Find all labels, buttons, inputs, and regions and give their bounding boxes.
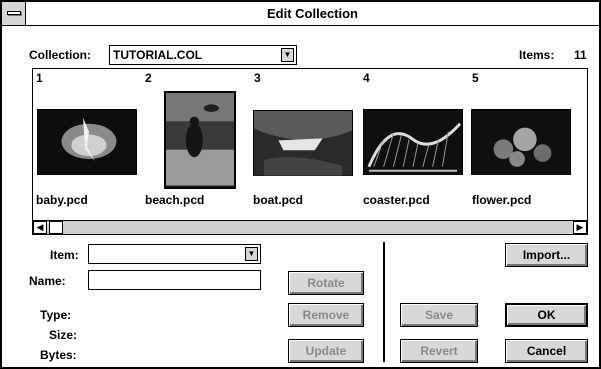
horizontal-scrollbar[interactable]: ◀ ▶ (33, 220, 587, 234)
thumbnail-strip[interactable]: 1 baby.pcd 2 beach.pcd 3 (32, 68, 588, 235)
import-button[interactable]: Import... (505, 243, 588, 267)
beach-image (166, 93, 234, 186)
type-label: Type: (40, 308, 72, 322)
thumbnail-name: boat.pcd (253, 193, 303, 207)
thumbnail-name: beach.pcd (145, 193, 205, 207)
item-dropdown[interactable] (88, 244, 261, 264)
dropdown-arrow-icon[interactable] (245, 247, 258, 261)
right-arrow-icon[interactable]: ▶ (573, 221, 587, 234)
revert-button[interactable]: Revert (400, 339, 478, 363)
thumbnail-name: coaster.pcd (363, 193, 430, 207)
ok-button[interactable]: OK (505, 303, 588, 327)
thumbnail-number: 4 (363, 71, 370, 85)
thumbnail-baby[interactable] (37, 109, 137, 175)
thumbnail-number: 1 (36, 71, 43, 85)
scrollbar-thumb[interactable] (49, 221, 63, 234)
thumbnail-beach[interactable] (164, 91, 236, 189)
thumbnail-number: 3 (254, 71, 261, 85)
thumbnail-number: 2 (145, 71, 152, 85)
name-label: Name: (29, 274, 66, 288)
left-arrow-icon[interactable]: ◀ (33, 221, 47, 234)
items-count: 11 (574, 48, 587, 62)
rotate-button[interactable]: Rotate (288, 271, 364, 295)
thumbnail-name: flower.pcd (472, 193, 532, 207)
item-label: Item: (50, 248, 79, 262)
dropdown-arrow-icon[interactable] (281, 48, 294, 62)
save-button[interactable]: Save (400, 303, 478, 327)
items-label: Items: (519, 48, 555, 62)
thumbnail-name: baby.pcd (36, 193, 88, 207)
thumbnail-coaster[interactable] (363, 109, 463, 175)
window-title: Edit Collection (267, 6, 358, 21)
size-label: Size: (49, 328, 78, 342)
collection-label: Collection: (29, 48, 91, 62)
cancel-button[interactable]: Cancel (505, 339, 588, 363)
bytes-label: Bytes: (40, 348, 77, 362)
remove-button[interactable]: Remove (288, 303, 364, 327)
thumbnail-flower[interactable] (471, 109, 571, 175)
update-button[interactable]: Update (288, 339, 364, 363)
coaster-image (364, 110, 462, 175)
thumbnail-boat[interactable] (253, 110, 353, 176)
boat-image (254, 111, 352, 176)
system-menu-icon[interactable] (2, 2, 26, 25)
collection-dropdown[interactable]: TUTORIAL.COL (109, 45, 297, 65)
baby-image (38, 110, 136, 175)
vertical-divider (383, 242, 385, 362)
name-field[interactable] (88, 270, 261, 290)
title-bar[interactable]: Edit Collection (2, 2, 599, 26)
collection-value: TUTORIAL.COL (113, 48, 203, 62)
flower-image (472, 110, 570, 175)
thumbnail-number: 5 (472, 71, 479, 85)
